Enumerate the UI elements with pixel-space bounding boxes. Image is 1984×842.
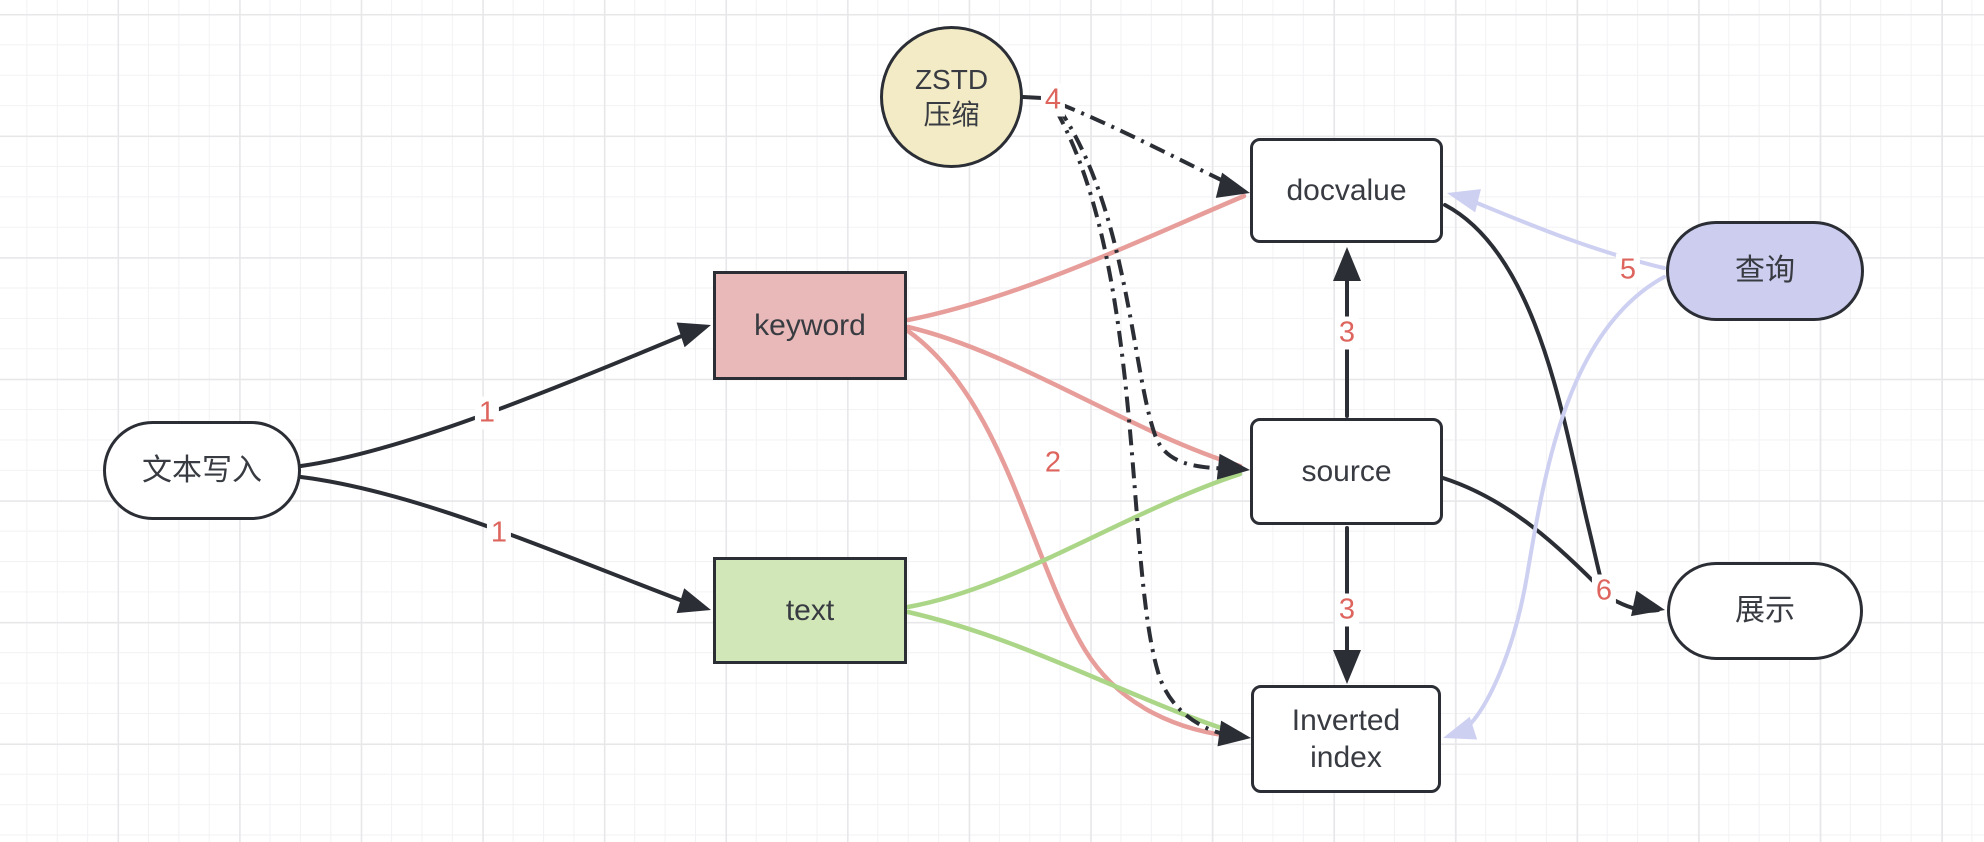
node-docvalue[interactable]: docvalue <box>1250 138 1443 243</box>
edge-label-source-docvalue: 3 <box>1334 316 1360 350</box>
node-inverted-index[interactable]: Inverted index <box>1251 685 1441 793</box>
node-text-write[interactable]: 文本写入 <box>103 421 301 520</box>
edge-docvalue-merge6 <box>1443 203 1605 589</box>
node-query-label: 查询 <box>1735 254 1795 288</box>
edge-keyword-docvalue <box>905 193 1247 323</box>
node-keyword[interactable]: keyword <box>713 271 907 380</box>
node-zstd-label-line1: ZSTD <box>914 64 989 95</box>
node-inverted-index-label-line2: index <box>1310 741 1382 774</box>
edge-label-query: 5 <box>1615 253 1641 287</box>
arrowhead-query-inverted <box>1443 716 1478 740</box>
edge-label-keyword-inverted: 2 <box>1040 446 1066 480</box>
node-text-label: text <box>785 593 835 627</box>
arrowhead-display <box>1630 590 1665 617</box>
edge-label-write-keyword: 1 <box>474 396 500 430</box>
edge-label-zstd: 4 <box>1040 83 1066 117</box>
arrowhead-inverted-top <box>1333 650 1361 684</box>
edge-query-inverted <box>1456 275 1666 737</box>
node-text-write-label: 文本写入 <box>142 453 262 487</box>
edge-zstd-stub <box>1021 95 1044 100</box>
node-source[interactable]: source <box>1250 418 1443 525</box>
node-text[interactable]: text <box>713 557 907 664</box>
edge-zstd-docvalue <box>1059 102 1243 192</box>
arrowhead-keyword <box>676 322 711 348</box>
arrowhead-source-left <box>1216 453 1250 480</box>
arrowhead-docvalue-bottom <box>1333 247 1361 281</box>
edge-source-merge6 <box>1441 476 1598 586</box>
node-inverted-index-label-line1: Inverted <box>1291 703 1401 737</box>
arrowhead-query-docvalue <box>1447 189 1481 213</box>
node-keyword-label: keyword <box>754 308 866 342</box>
node-query[interactable]: 查询 <box>1666 221 1864 321</box>
edge-text-inverted <box>905 609 1243 737</box>
edge-keyword-source <box>905 324 1243 469</box>
node-inverted-index-label: Inverted index <box>1292 702 1400 777</box>
edge-text-source <box>905 471 1243 610</box>
edge-label-write-text: 1 <box>486 516 512 550</box>
arrowhead-docvalue-left <box>1215 172 1250 198</box>
node-zstd[interactable]: ZSTD 压缩 <box>880 26 1023 168</box>
edge-label-source-inverted: 3 <box>1334 593 1360 627</box>
node-zstd-label: ZSTD 压缩 <box>915 62 988 132</box>
node-display-label: 展示 <box>1735 594 1795 628</box>
edge-zstd-inverted <box>1054 109 1241 739</box>
edge-zstd-source <box>1056 105 1239 471</box>
edge-label-display: 6 <box>1591 574 1617 608</box>
edge-keyword-inverted <box>905 328 1243 740</box>
node-zstd-label-line2: 压缩 <box>923 99 980 130</box>
node-source-label: source <box>1301 454 1392 488</box>
arrowhead-text <box>676 588 711 614</box>
node-display[interactable]: 展示 <box>1667 562 1863 660</box>
node-docvalue-label: docvalue <box>1286 173 1407 207</box>
arrowhead-inverted-left <box>1217 720 1251 747</box>
